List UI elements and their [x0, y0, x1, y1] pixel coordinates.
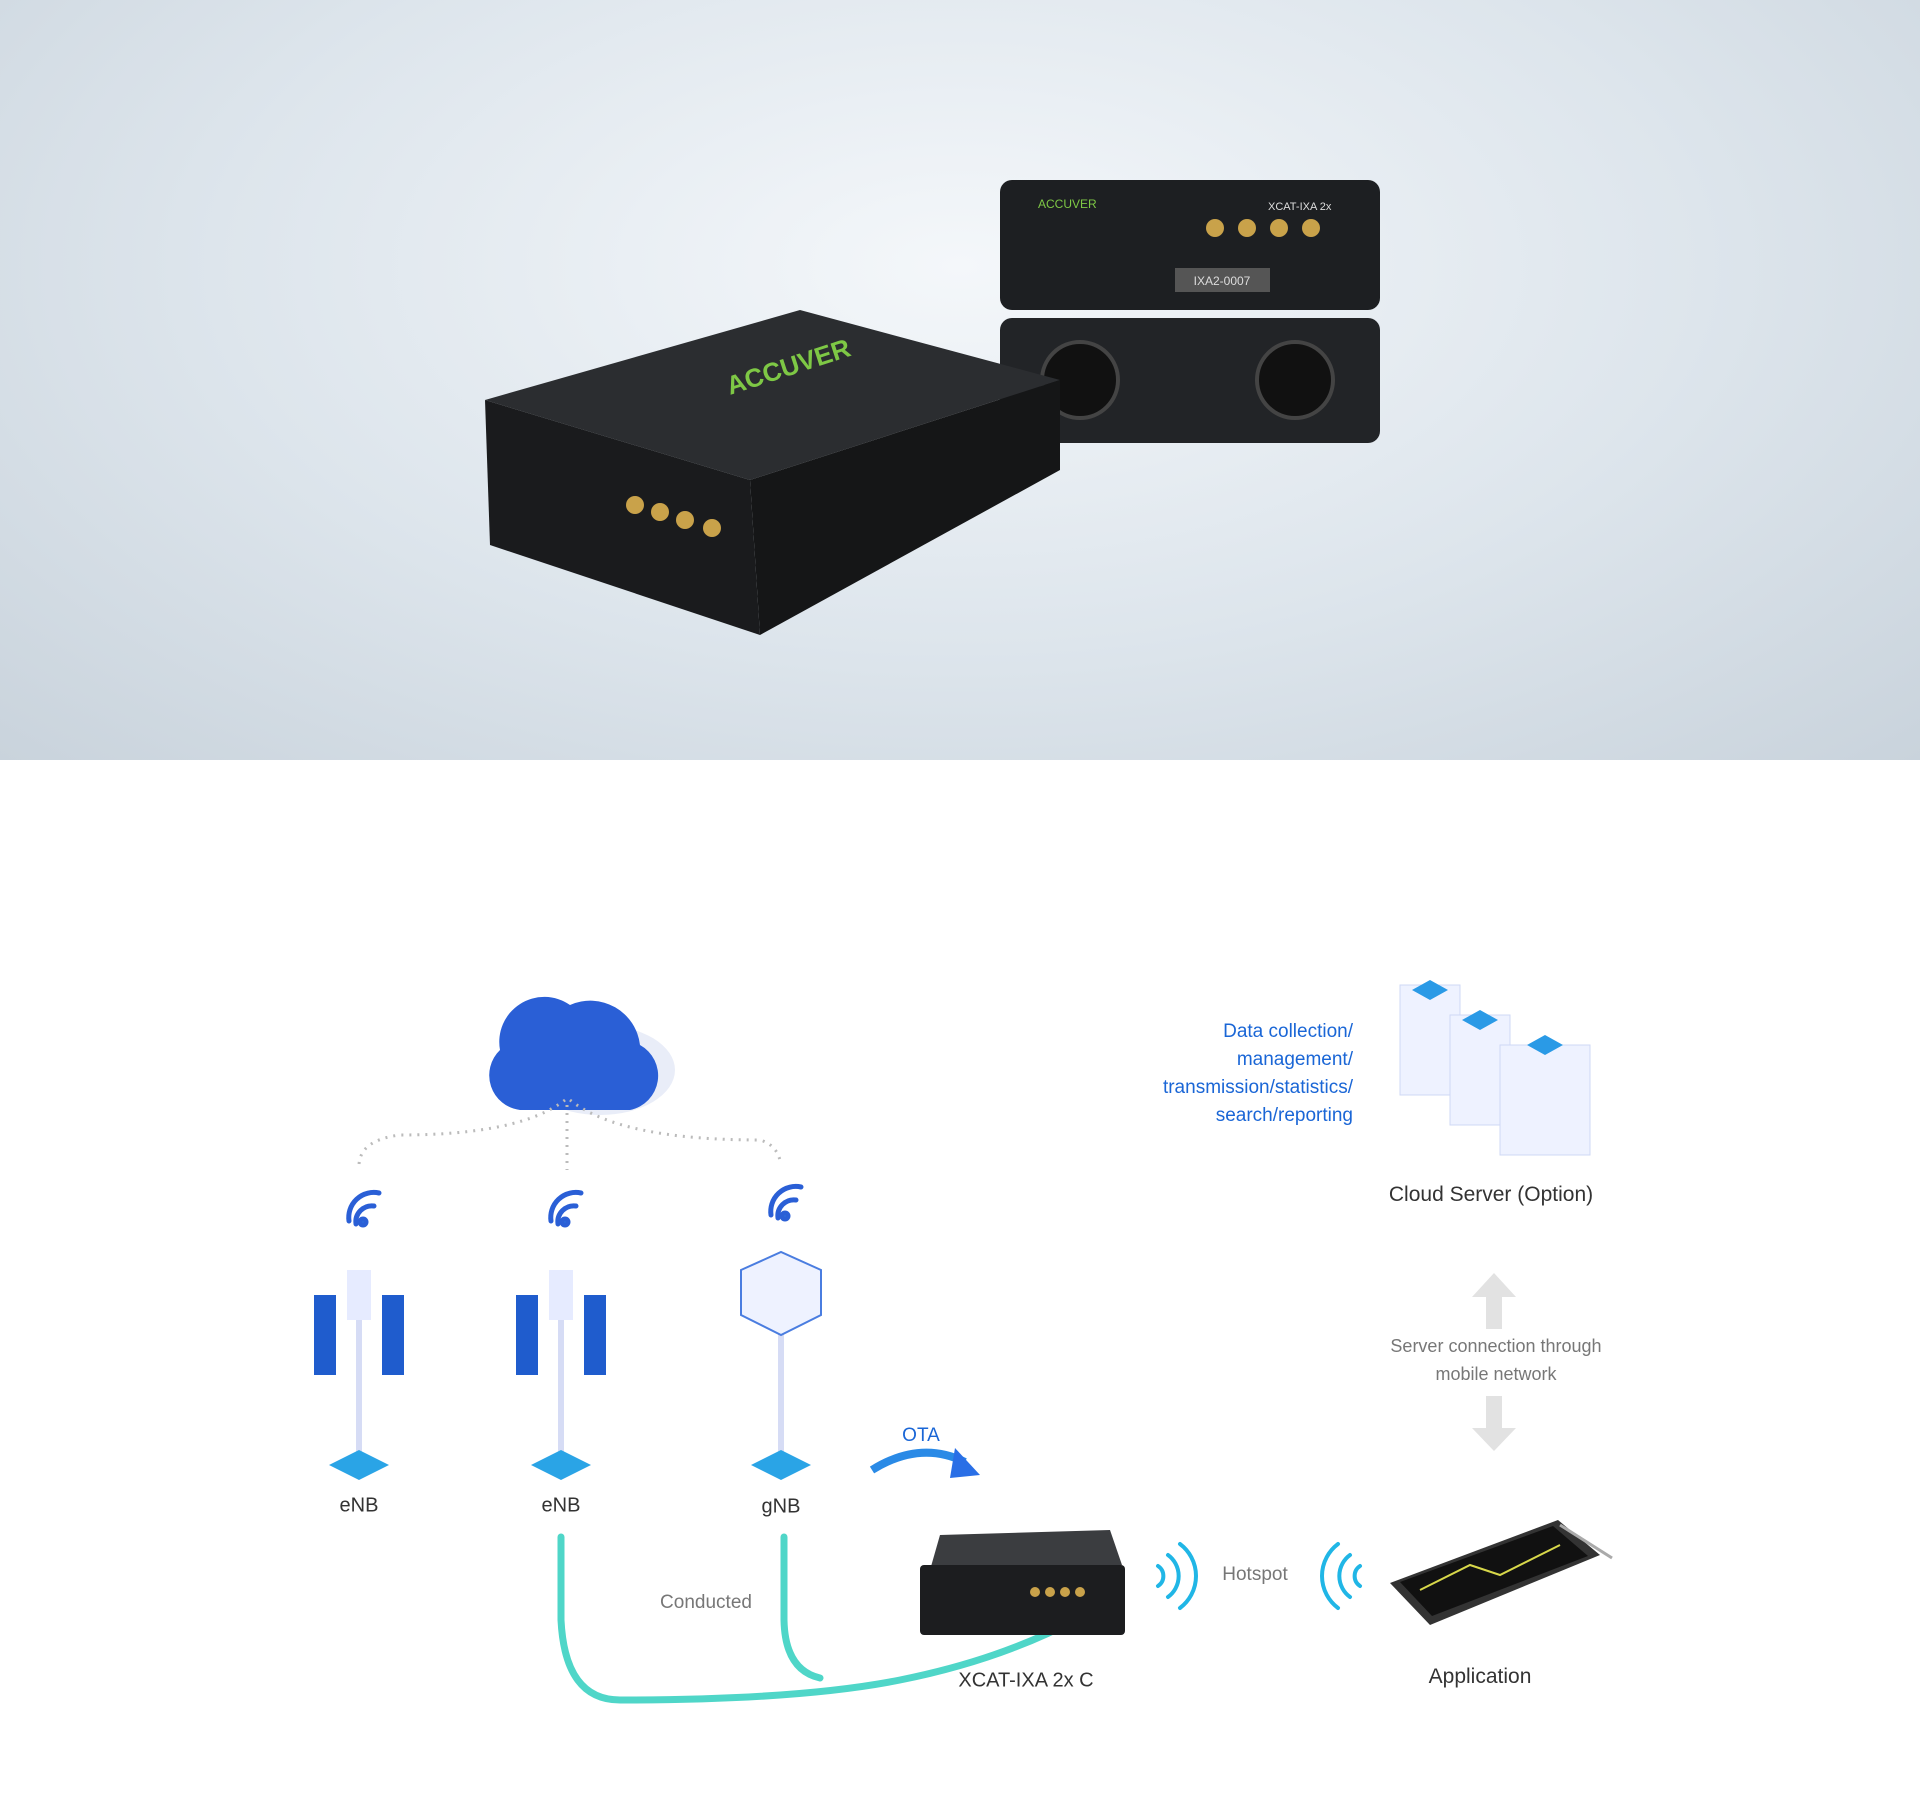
data-function-line: transmission/statistics/	[1162, 1077, 1353, 1098]
up-arrow-icon	[1472, 1273, 1516, 1329]
station-label-enb-1: eNB	[339, 1494, 379, 1517]
cloud-server-label: Cloud Server (Option)	[1388, 1183, 1594, 1206]
server-stack-icon	[1399, 980, 1591, 1156]
hotspot-waves-icon	[1156, 1542, 1362, 1610]
dotted-links	[357, 1098, 783, 1170]
tablet-icon	[1390, 1520, 1613, 1625]
server-connection-text: Server connection through mobile network	[1346, 1332, 1646, 1388]
server-connection-line: mobile network	[1435, 1364, 1557, 1384]
cloud-icon	[489, 996, 675, 1115]
wifi-icons	[346, 1183, 804, 1228]
hero-banner: IXA2-0007 ACCUVER XCAT-IXA 2x ACCUVER	[0, 0, 1920, 760]
enb-tower-2	[516, 1270, 606, 1480]
hotspot-label: Hotspot	[1222, 1564, 1288, 1585]
svg-text:IXA2-0007: IXA2-0007	[1194, 274, 1251, 288]
station-label-gnb: gNB	[761, 1495, 801, 1518]
down-arrow-icon	[1472, 1396, 1516, 1451]
conducted-label: Conducted	[660, 1592, 752, 1613]
ota-label: OTA	[902, 1425, 940, 1446]
data-function-line: management/	[1236, 1049, 1353, 1070]
device-front-view: ACCUVER	[485, 310, 1060, 635]
device-rear-view: IXA2-0007 ACCUVER XCAT-IXA 2x	[1000, 180, 1380, 443]
station-label-enb-2: eNB	[541, 1494, 581, 1517]
data-function-line: Data collection/	[1223, 1021, 1353, 1042]
gnb-tower	[740, 1250, 822, 1480]
device-label: XCAT-IXA 2x C	[958, 1669, 1094, 1692]
data-functions-text: Data collection/ management/ transmissio…	[1163, 1018, 1353, 1130]
product-photo: IXA2-0007 ACCUVER XCAT-IXA 2x ACCUVER	[485, 180, 1380, 635]
enb-tower-1	[314, 1270, 404, 1480]
ota-arrow-icon	[869, 1448, 980, 1478]
data-function-line: search/reporting	[1215, 1105, 1353, 1126]
svg-text:ACCUVER: ACCUVER	[1038, 197, 1097, 211]
conducted-cables	[557, 1533, 1081, 1704]
server-connection-line: Server connection through	[1390, 1336, 1602, 1356]
svg-text:XCAT-IXA 2x: XCAT-IXA 2x	[1268, 201, 1332, 213]
xcat-device-image	[920, 1530, 1125, 1635]
application-label: Application	[1428, 1665, 1532, 1688]
